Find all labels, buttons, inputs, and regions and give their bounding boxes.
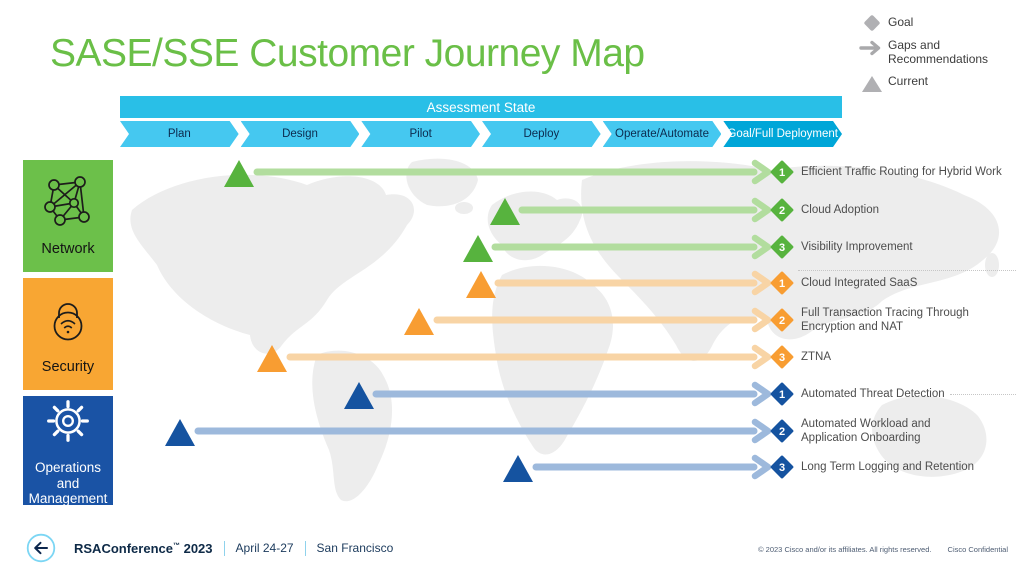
gap-arrow-head xyxy=(751,454,772,480)
goal-number: 3 xyxy=(779,242,785,254)
brand-year: 2023 xyxy=(183,540,213,556)
category-label-operations: Operations and Management xyxy=(28,459,108,507)
goal-number: 1 xyxy=(779,389,785,401)
stage-label: Pilot xyxy=(409,128,432,140)
current-marker-triangle xyxy=(224,160,254,187)
goal-diamond xyxy=(770,419,794,443)
assessment-state-bar: Assessment State xyxy=(120,96,842,118)
event-city: San Francisco xyxy=(316,541,394,555)
confidential-text: Cisco Confidential xyxy=(947,545,1008,554)
stage-label: Operate/Automate xyxy=(615,128,710,140)
stage-chevron-plan: Plan xyxy=(120,121,239,147)
footer-divider xyxy=(223,540,225,556)
gap-arrow-head xyxy=(751,381,772,407)
goal-diamond xyxy=(770,382,794,406)
goal-number: 2 xyxy=(779,205,785,217)
brand-text: RSAConference™ 2023 xyxy=(74,540,213,556)
current-marker-triangle xyxy=(344,382,374,409)
current-marker-triangle xyxy=(463,235,493,262)
goal-number: 2 xyxy=(779,426,785,438)
security-lock-icon xyxy=(40,291,96,352)
current-marker-triangle xyxy=(490,198,520,225)
legend-item-goal: Goal xyxy=(856,14,1020,32)
gap-arrow-head xyxy=(751,418,772,444)
goal-diamond xyxy=(770,235,794,259)
back-arrow-icon xyxy=(34,541,48,555)
goal-number: 3 xyxy=(779,462,785,474)
stage-chevron-deploy: Deploy xyxy=(482,121,601,147)
network-mesh-icon xyxy=(40,173,96,234)
current-marker-triangle xyxy=(404,308,434,335)
stage-label: Deploy xyxy=(523,128,560,140)
gap-arrow-head xyxy=(751,159,772,185)
category-label-network: Network xyxy=(41,241,95,258)
row-label: Cloud Integrated SaaS xyxy=(801,276,918,289)
gap-arrow-head xyxy=(751,307,772,333)
stage-chevron-pilot: Pilot xyxy=(361,121,480,147)
goal-diamond xyxy=(770,345,794,369)
category-box-security: Security xyxy=(23,278,113,390)
stage-label: Plan xyxy=(167,128,191,140)
footer: RSAConference™ 2023 April 24-27 San Fran… xyxy=(26,533,393,563)
gaps-arrow-icon xyxy=(856,40,888,56)
legend: Goal Gaps and Recommendations Current xyxy=(856,14,1020,101)
row-label: Automated Workload and Application Onboa… xyxy=(801,417,931,444)
row-label: Automated Threat Detection xyxy=(801,387,945,400)
page-title: SASE/SSE Customer Journey Map xyxy=(50,32,645,75)
gear-icon xyxy=(41,394,95,453)
goal-diamond xyxy=(770,308,794,332)
current-marker-triangle xyxy=(257,345,287,372)
current-triangle-icon xyxy=(856,76,888,93)
stage-chevrons: Plan Design Pilot Deploy Operate/Automate Goa… xyxy=(120,121,842,147)
trailing-dotted-line xyxy=(950,394,1016,395)
goal-diamond-icon xyxy=(856,14,888,32)
category-box-network: Network xyxy=(23,160,113,272)
section-divider xyxy=(798,270,1016,271)
current-marker-triangle xyxy=(503,455,533,482)
goal-number: 1 xyxy=(779,278,785,290)
stage-label: Goal/Full Deployment xyxy=(727,128,838,140)
footer-legal: © 2023 Cisco and/or its affiliates. All … xyxy=(758,545,1008,554)
event-dates: April 24-27 xyxy=(235,541,294,555)
goal-number: 3 xyxy=(779,352,785,364)
category-box-operations: Operations and Management xyxy=(23,394,113,507)
goal-number: 2 xyxy=(779,315,785,327)
goal-diamond xyxy=(770,198,794,222)
legend-item-gaps: Gaps and Recommendations xyxy=(856,37,1020,67)
stage-label: Design xyxy=(282,128,318,140)
legend-current-label: Current xyxy=(888,74,929,89)
row-label: Cloud Adoption xyxy=(801,203,880,216)
copyright-text: © 2023 Cisco and/or its affiliates. All … xyxy=(758,545,932,554)
row-label: Long Term Logging and Retention xyxy=(801,460,975,473)
current-marker-triangle xyxy=(466,271,496,298)
gap-arrow-head xyxy=(751,234,772,260)
row-label: Visibility Improvement xyxy=(801,240,913,253)
row-label: Efficient Traffic Routing for Hybrid Wor… xyxy=(801,165,1002,178)
row-label: ZTNA xyxy=(801,350,832,363)
stage-chevron-design: Design xyxy=(241,121,360,147)
gap-arrow-head xyxy=(751,270,772,296)
row-label: Full Transaction Tracing Through Encrypt… xyxy=(801,306,969,333)
gap-arrow-head xyxy=(751,344,772,370)
legend-gaps-label: Gaps and Recommendations xyxy=(888,37,989,66)
current-marker-triangle xyxy=(165,419,195,446)
legend-item-current: Current xyxy=(856,74,1020,93)
category-label-security: Security xyxy=(41,359,95,376)
brand-trademark: ™ xyxy=(172,542,180,550)
gap-arrow-head xyxy=(751,197,772,223)
stage-chevron-operate-automate: Operate/Automate xyxy=(603,121,722,147)
legend-goal-label: Goal xyxy=(888,15,914,29)
goal-diamond xyxy=(770,271,794,295)
assessment-state-label: Assessment State xyxy=(426,99,536,115)
back-button[interactable] xyxy=(26,533,56,563)
goal-diamond xyxy=(770,455,794,479)
stage-chevron-goal-full-deployment: Goal/Full Deployment xyxy=(723,121,842,147)
footer-divider xyxy=(304,540,306,556)
goal-diamond xyxy=(770,160,794,184)
goal-number: 1 xyxy=(779,167,785,179)
